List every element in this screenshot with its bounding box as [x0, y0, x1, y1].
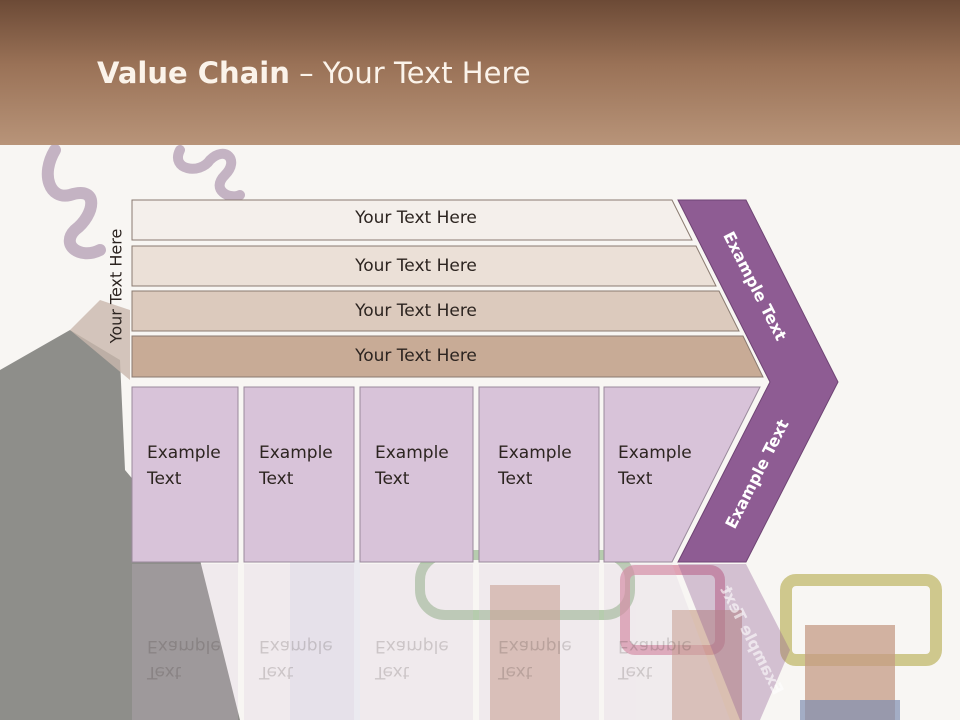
box-3-line1: Example [375, 443, 449, 463]
box-3-label: Example Text [375, 440, 475, 492]
box-3-reflection-line1: Example [375, 636, 449, 656]
box-4-label: Example Text [498, 440, 598, 492]
bar-4-label: Your Text Here [355, 346, 477, 366]
box-5-shape [603, 386, 761, 563]
bar-3-label: Your Text Here [355, 301, 477, 321]
box-2-line1: Example [259, 443, 333, 463]
slide-header: Value Chain – Your Text Here [0, 0, 960, 145]
box-1-line1: Example [147, 443, 221, 463]
bar-4-shape [131, 335, 764, 378]
chevron-arrow [677, 199, 839, 563]
box-5-reflection: Text Example [618, 633, 692, 685]
box-3-reflection: Text Example [375, 633, 449, 685]
bar-1-label: Your Text Here [355, 208, 477, 228]
box-3-reflection-line2: Text [375, 662, 410, 682]
box-1-shape [131, 386, 239, 563]
box-4-line2: Text [498, 469, 533, 489]
box-5-line2: Text [618, 469, 653, 489]
box-2-label: Example Text [259, 440, 359, 492]
bar-2-label: Your Text Here [355, 256, 477, 276]
box-2-reflection-line1: Example [259, 636, 333, 656]
box-2-shape [243, 386, 355, 563]
box-4-reflection: Text Example [498, 633, 572, 685]
box-1-reflection-line2: Text [147, 662, 182, 682]
box-4-shape [478, 386, 600, 563]
diagram-reflection [132, 564, 730, 720]
bar-2-shape [131, 245, 717, 287]
chevron-reflection [678, 564, 790, 720]
box-4-reflection-line2: Text [498, 662, 533, 682]
box-2-line2: Text [259, 469, 294, 489]
box-4-reflection-line1: Example [498, 636, 572, 656]
box-1-reflection: Text Example [147, 633, 221, 685]
title-rest: – Your Text Here [289, 56, 531, 90]
box-1-label: Example Text [147, 440, 247, 492]
bar-3-shape [131, 290, 740, 332]
title-bold: Value Chain [97, 56, 290, 90]
bar-1-shape [131, 199, 693, 241]
box-2-reflection: Text Example [259, 633, 333, 685]
box-2-reflection-line2: Text [259, 662, 294, 682]
box-1-reflection-line1: Example [147, 636, 221, 656]
box-4-line1: Example [498, 443, 572, 463]
box-5-label: Example Text [618, 440, 718, 492]
box-3-shape [359, 386, 474, 563]
box-5-reflection-line2: Text [618, 662, 653, 682]
box-1-line2: Text [147, 469, 182, 489]
side-label: Your Text Here [106, 228, 126, 344]
box-3-line2: Text [375, 469, 410, 489]
background-hands-image [0, 145, 942, 720]
box-5-line1: Example [618, 443, 692, 463]
box-5-reflection-line1: Example [618, 636, 692, 656]
slide-title: Value Chain – Your Text Here [97, 56, 531, 90]
